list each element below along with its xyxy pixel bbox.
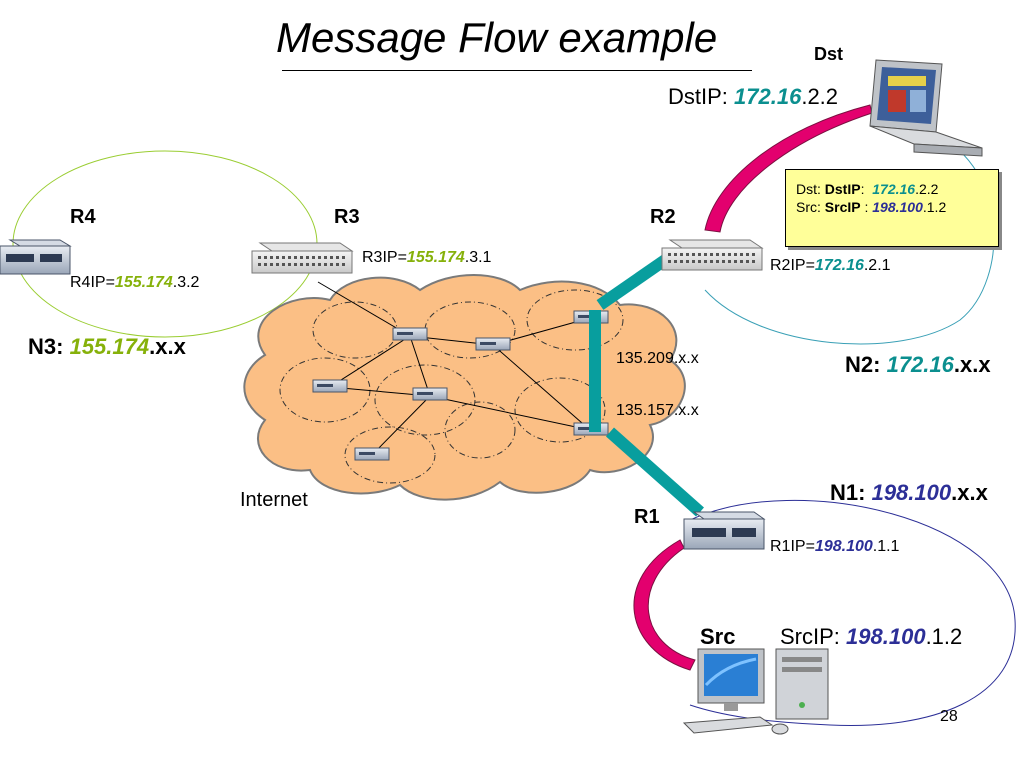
packet-src-line: Src: SrcIP : 198.100.1.2	[796, 199, 947, 215]
n3-network-label: N3: 155.174.x.x	[28, 334, 186, 359]
slide-title: Message Flow example	[276, 14, 718, 61]
r4-router-icon	[0, 239, 72, 275]
r1-ip-label: R1IP=198.100.1.1	[770, 538, 900, 555]
r2-router-label: R2	[650, 206, 676, 228]
src-ip-label: SrcIP: 198.100.1.2	[780, 624, 963, 649]
n1-network-ellipse	[689, 499, 1016, 727]
subnet-b-label: 135.157.x.x	[616, 402, 699, 419]
r4-router-label: R4	[70, 206, 96, 228]
dst-laptop-icon	[869, 59, 983, 157]
src-host-label: Src	[700, 624, 736, 649]
r3-ip-label: R3IP=155.174.3.1	[362, 249, 492, 266]
dst-host-label: Dst	[814, 44, 844, 64]
title-underline	[282, 70, 752, 71]
packet-dst-line: Dst: DstIP: 172.16.2.2	[796, 181, 939, 197]
r4-ip-label: R4IP=155.174.3.2	[70, 274, 200, 291]
n1-network-label: N1: 198.100.x.x	[830, 480, 988, 505]
r3-router-label: R3	[334, 206, 360, 228]
packet-header-box: Dst: DstIP: 172.16.2.2 Src: SrcIP : 198.…	[785, 169, 999, 247]
src-flow-arrow	[633, 539, 696, 671]
internet-label: Internet	[240, 489, 308, 511]
src-desktop-icon	[682, 648, 829, 735]
dst-ip-label: DstIP: 172.16.2.2	[668, 84, 839, 109]
r1-router-icon	[683, 511, 766, 550]
r2-ip-label: R2IP=172.16.2.1	[770, 257, 891, 274]
n2-network-label: N2: 172.16.x.x	[845, 352, 991, 377]
packet-path	[589, 253, 704, 517]
internal-router-icon	[312, 310, 609, 461]
internet-cloud	[243, 274, 686, 501]
subnet-a-label: 135.209.x.x	[616, 350, 699, 367]
dst-flow-arrow	[704, 104, 873, 233]
r2-router-icon	[661, 239, 764, 271]
page-number: 28	[940, 708, 958, 725]
r1-router-label: R1	[634, 506, 660, 528]
r3-router-icon	[251, 242, 354, 274]
